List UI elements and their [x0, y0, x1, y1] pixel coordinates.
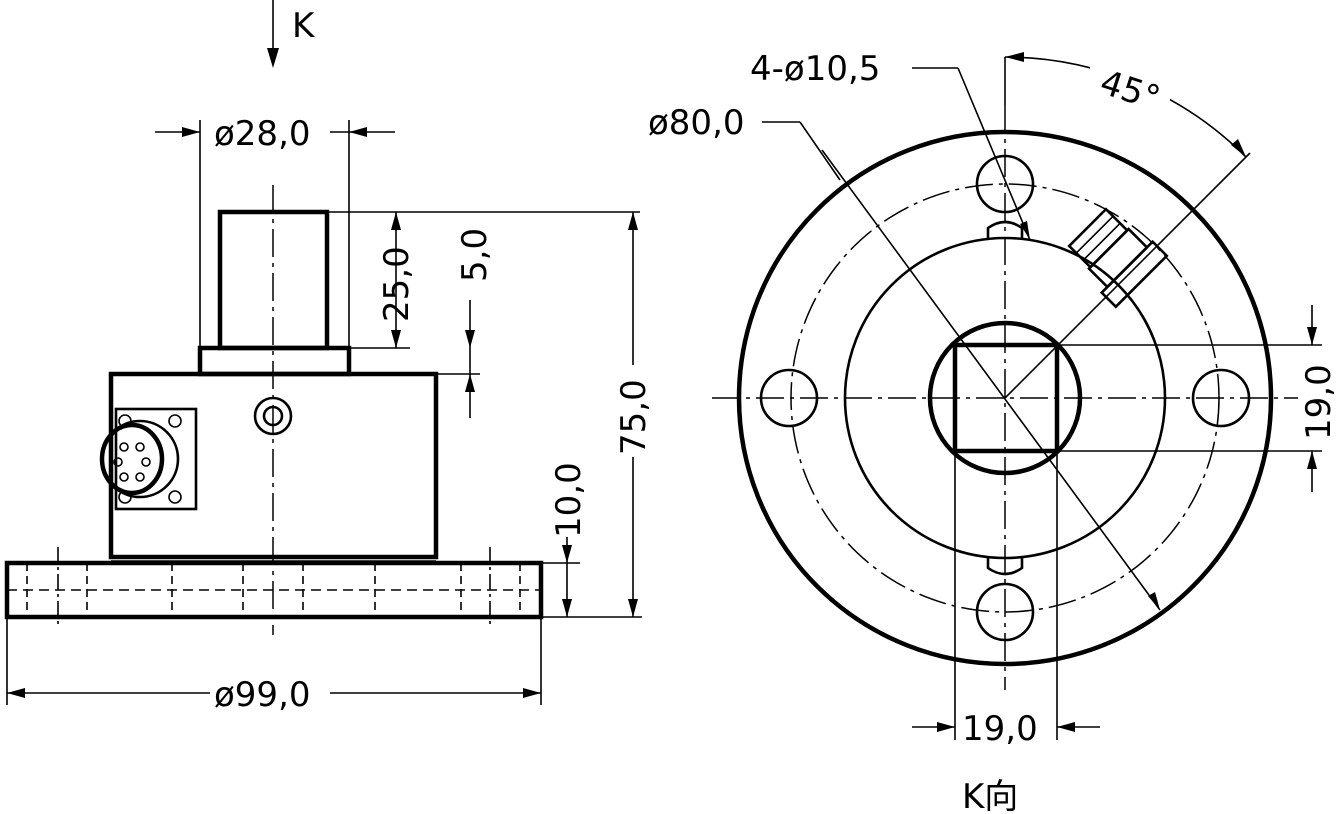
pin-bottom	[986, 558, 1024, 576]
dim-holes: 4-ø10,5	[750, 49, 1031, 241]
dim-step: 5,0	[436, 228, 495, 418]
dim-base-thickness: 10,0	[541, 462, 589, 617]
dim-step-label: 5,0	[455, 228, 495, 282]
dim-total-height: 75,0	[541, 212, 654, 618]
sensor-body	[108, 371, 439, 560]
body-screw-inner	[262, 405, 284, 427]
shaft-collar	[197, 345, 352, 377]
flange-hidden-holes	[7, 547, 541, 625]
angle-ref-line	[1004, 152, 1251, 399]
dim-shaft-diameter: ø28,0	[155, 114, 395, 348]
dim-shaft-height: 25,0	[327, 211, 640, 349]
dim-bolt-circle-label: ø80,0	[648, 103, 745, 143]
dim-shaft-diameter-label: ø28,0	[214, 114, 311, 154]
dim-shaft-height-label: 25,0	[377, 246, 417, 322]
bolt-circle-leader	[821, 149, 1161, 611]
k-view: 45° 4-ø10,5 ø80,0 19,0	[648, 49, 1339, 814]
dim-base-diameter-label: ø99,0	[214, 675, 311, 715]
dim-bolt-circle: ø80,0	[648, 103, 841, 181]
dim-square-height: 19,0	[1057, 305, 1339, 492]
body-screw-outer	[253, 396, 293, 436]
dim-holes-label: 4-ø10,5	[750, 49, 880, 89]
dim-total-height-label: 75,0	[614, 379, 654, 455]
connector	[99, 407, 198, 511]
dim-base-thickness-label: 10,0	[549, 462, 589, 538]
connector-plug	[99, 422, 165, 496]
k-view-caption: K向	[962, 777, 1018, 814]
k-arrow-head	[267, 48, 279, 68]
dim-base-diameter: ø99,0	[6, 617, 542, 715]
dim-square-height-label: 19,0	[1299, 364, 1339, 440]
k-connector	[1067, 207, 1169, 309]
side-view: K	[4, 0, 654, 715]
pin-top	[986, 220, 1024, 238]
dim-square-width-label: 19,0	[962, 709, 1038, 749]
k-view-marker: K	[292, 6, 316, 46]
dim-square-width: 19,0	[912, 451, 1100, 749]
